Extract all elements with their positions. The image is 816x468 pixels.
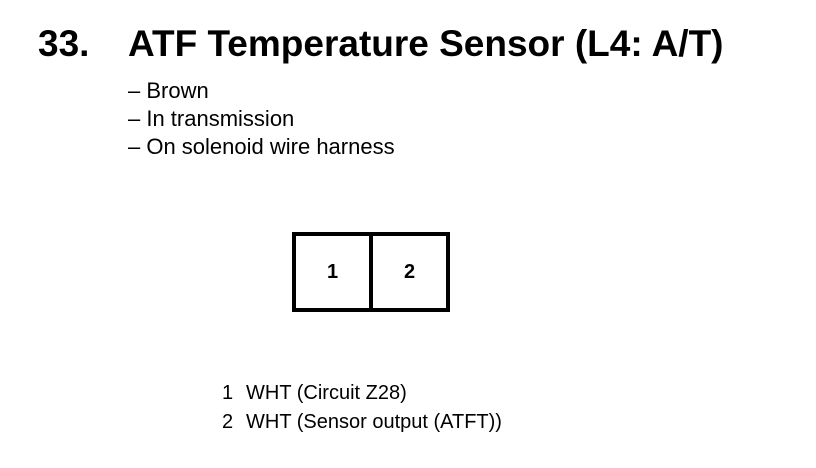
pinout-description: WHT (Sensor output (ATFT)) [246,411,502,433]
detail-harness: – On solenoid wire harness [128,134,395,159]
section-number: 33. [38,23,90,64]
detail-location: – In transmission [128,106,295,131]
connector-pin-2: 2 [369,236,446,308]
pinout-number: 2 [222,411,234,433]
section-heading: 33. ATF Temperature Sensor (L4: A/T) [38,22,724,66]
pinout-row: 2 WHT (Sensor output (ATFT)) [222,408,502,437]
connector-diagram: 1 2 [292,232,450,312]
pinout-number: 1 [222,382,234,404]
connector-pin-1: 1 [326,260,339,283]
pinout-description: WHT (Circuit Z28) [246,382,407,404]
detail-color: – Brown [128,78,209,103]
pinout-list: 1 WHT (Circuit Z28) 2 WHT (Sensor output (… [222,379,502,437]
pinout-row: 1 WHT (Circuit Z28) [222,379,502,408]
section-title: ATF Temperature Sensor (L4: A/T) [128,23,724,64]
component-details: – Brown – In transmission – On solenoid … [128,77,395,161]
